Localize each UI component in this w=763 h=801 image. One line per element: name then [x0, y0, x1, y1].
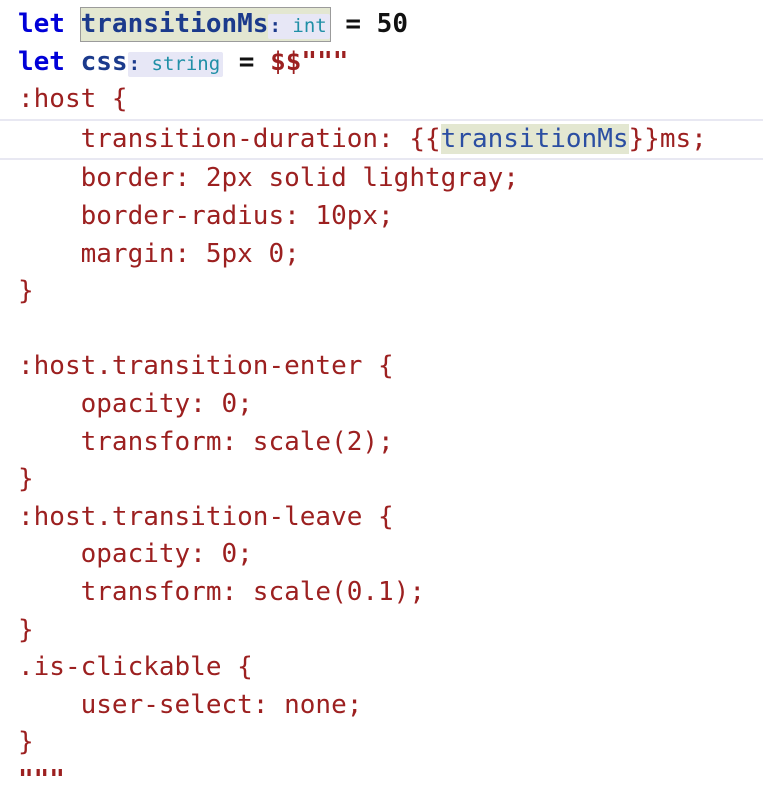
code-line[interactable]: user-select: none; — [18, 689, 363, 720]
inlay-type-name: string — [151, 52, 221, 75]
inlay-type-hint: : string — [127, 51, 224, 77]
keyword-token: let — [18, 9, 65, 39]
code-line[interactable]: let css: string = $$""" — [0, 44, 763, 82]
keyword-token: let — [18, 46, 65, 77]
interpolation-expression: transitionMs — [440, 123, 629, 154]
whitespace — [65, 9, 81, 39]
whitespace — [254, 47, 270, 77]
css-unit-token: ms; — [659, 123, 707, 154]
code-line[interactable]: } — [18, 464, 34, 495]
code-line[interactable]: } — [18, 276, 34, 307]
whitespace — [65, 47, 81, 77]
code-line[interactable]: transform: scale(0.1); — [18, 576, 425, 607]
code-line[interactable]: opacity: 0; — [18, 388, 253, 419]
code-line[interactable]: border: 2px solid lightgray; — [18, 163, 519, 194]
inlay-colon: : — [128, 52, 141, 75]
code-line[interactable]: :host { — [18, 84, 128, 115]
css-property-token: transition-duration: — [18, 123, 410, 154]
interpolation-open-brace: {{ — [409, 123, 441, 154]
code-line-blank[interactable] — [0, 311, 763, 349]
code-line[interactable]: margin: 5px 0; — [18, 238, 300, 269]
code-line[interactable]: :host.transition-leave { — [18, 501, 394, 532]
code-line[interactable]: transform: scale(2); — [18, 426, 394, 457]
code-line[interactable]: """ — [18, 764, 65, 795]
interpolation-close-brace: }} — [628, 123, 660, 154]
code-line[interactable]: border-radius: 10px; — [18, 200, 394, 231]
identifier-token: transitionMs — [80, 9, 269, 39]
operator-token: = — [345, 9, 362, 39]
string-start-token: $$""" — [270, 46, 349, 77]
number-token: 50 — [376, 9, 408, 39]
inlay-type-name: int — [292, 15, 327, 37]
code-line[interactable]: } — [18, 727, 34, 758]
code-line[interactable]: opacity: 0; — [18, 539, 253, 570]
code-line-current[interactable]: transition-duration: {{transitionMs}}ms; — [0, 118, 763, 161]
code-line[interactable]: let transitionMs: int = 50 — [0, 6, 763, 44]
operator-token: = — [238, 46, 255, 77]
inlay-colon: : — [269, 15, 281, 37]
whitespace — [223, 47, 239, 77]
identifier-token: css — [80, 46, 128, 77]
inlay-type-hint: : int — [268, 14, 330, 39]
occurrence-highlight-boxed: transitionMs: int — [79, 7, 331, 42]
code-line[interactable]: .is-clickable { — [18, 652, 253, 683]
occurrence-highlight: transitionMs — [440, 123, 629, 154]
code-line[interactable]: :host.transition-enter { — [18, 351, 394, 382]
whitespace — [361, 9, 377, 39]
whitespace — [330, 9, 346, 39]
code-line[interactable]: } — [18, 614, 34, 645]
